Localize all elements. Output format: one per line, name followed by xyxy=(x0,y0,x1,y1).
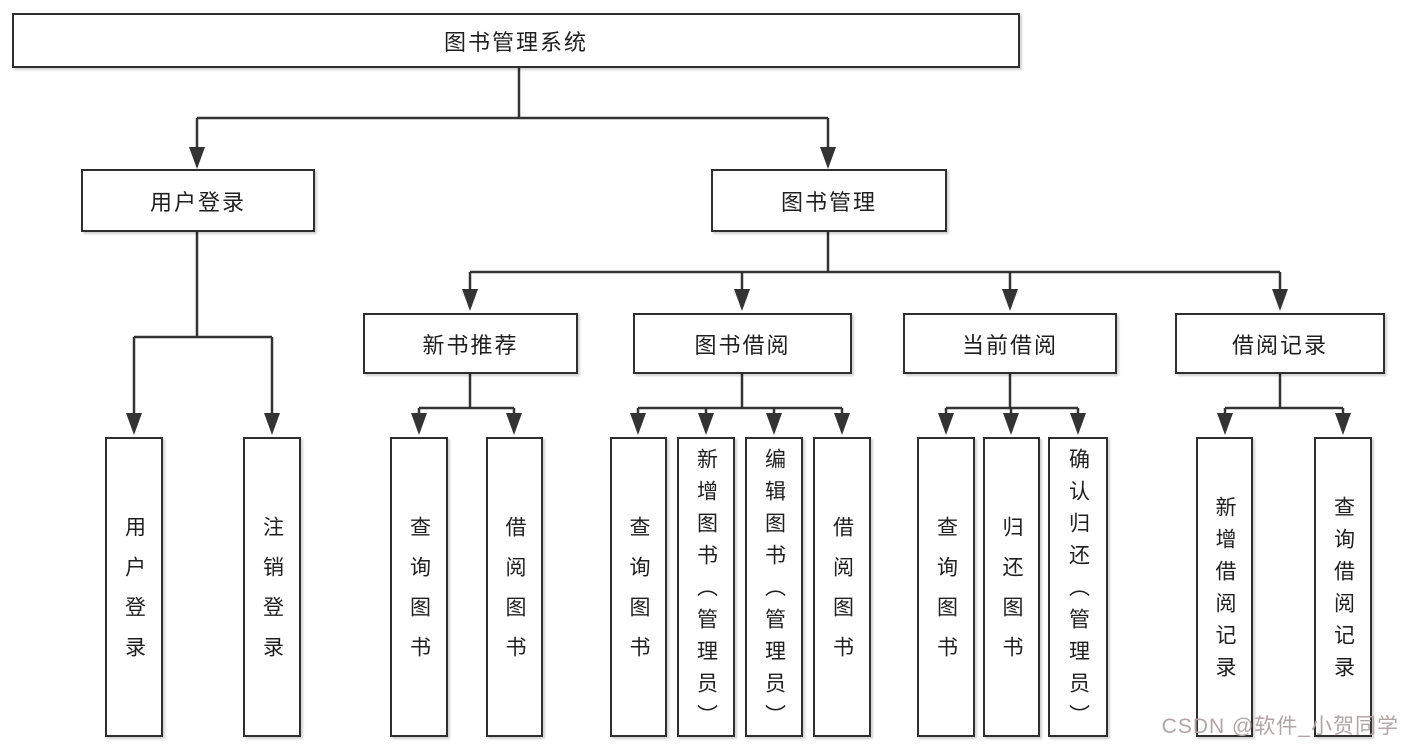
leaf-user-login: 用户登录 xyxy=(105,437,163,737)
leaf-add-borrow-record: 新增借阅记录 xyxy=(1196,437,1253,737)
leaf-label: 查询借阅记录 xyxy=(1331,496,1355,688)
node-current-borrowing: 当前借阅 xyxy=(903,313,1117,374)
node-label: 新书推荐 xyxy=(422,332,519,358)
node-library-system: 图书管理系统 xyxy=(12,13,1020,68)
leaf-return-book: 归还图书 xyxy=(983,437,1040,737)
leaf-query-books-recommend: 查询图书 xyxy=(390,437,448,737)
leaf-borrow-books-borrowing: 借阅图书 xyxy=(813,437,871,737)
leaf-confirm-return-admin: 确认归还（管理员） xyxy=(1048,437,1108,737)
node-new-book-recommendation: 新书推荐 xyxy=(363,313,578,374)
node-user-login: 用户登录 xyxy=(81,169,315,232)
watermark-text: CSDN @软件_小贺同学 xyxy=(1161,715,1399,738)
leaf-edit-book-admin: 编辑图书（管理员） xyxy=(745,437,803,737)
node-label: 图书借阅 xyxy=(694,332,791,358)
leaf-label: 借阅图书 xyxy=(503,516,526,676)
leaf-label: 编辑图书（管理员） xyxy=(762,448,786,736)
node-label: 图书管理 xyxy=(780,189,877,215)
node-label: 当前借阅 xyxy=(961,332,1058,358)
leaf-borrow-books-recommend: 借阅图书 xyxy=(486,437,543,737)
leaf-query-books-borrowing: 查询图书 xyxy=(610,437,667,737)
leaf-label: 借阅图书 xyxy=(830,516,854,676)
leaf-query-books-current: 查询图书 xyxy=(917,437,975,737)
leaf-label: 新增图书（管理员） xyxy=(694,448,718,736)
node-label: 借阅记录 xyxy=(1231,332,1328,358)
node-book-management: 图书管理 xyxy=(711,169,947,232)
node-book-borrowing: 图书借阅 xyxy=(633,313,852,374)
leaf-label: 确认归还（管理员） xyxy=(1066,448,1090,736)
node-borrowing-records: 借阅记录 xyxy=(1175,313,1385,374)
node-label: 用户登录 xyxy=(149,189,246,215)
leaf-label: 查询图书 xyxy=(627,516,650,676)
leaf-label: 查询图书 xyxy=(934,516,958,676)
leaf-query-borrow-record: 查询借阅记录 xyxy=(1314,437,1372,737)
node-label: 图书管理系统 xyxy=(443,29,588,55)
leaf-label: 注销登录 xyxy=(260,516,284,676)
leaf-label: 新增借阅记录 xyxy=(1213,496,1236,688)
leaf-label: 查询图书 xyxy=(407,516,431,676)
leaf-logout: 注销登录 xyxy=(243,437,301,737)
leaf-label: 用户登录 xyxy=(122,516,146,676)
leaf-add-book-admin: 新增图书（管理员） xyxy=(677,437,735,737)
leaf-label: 归还图书 xyxy=(1000,516,1023,676)
